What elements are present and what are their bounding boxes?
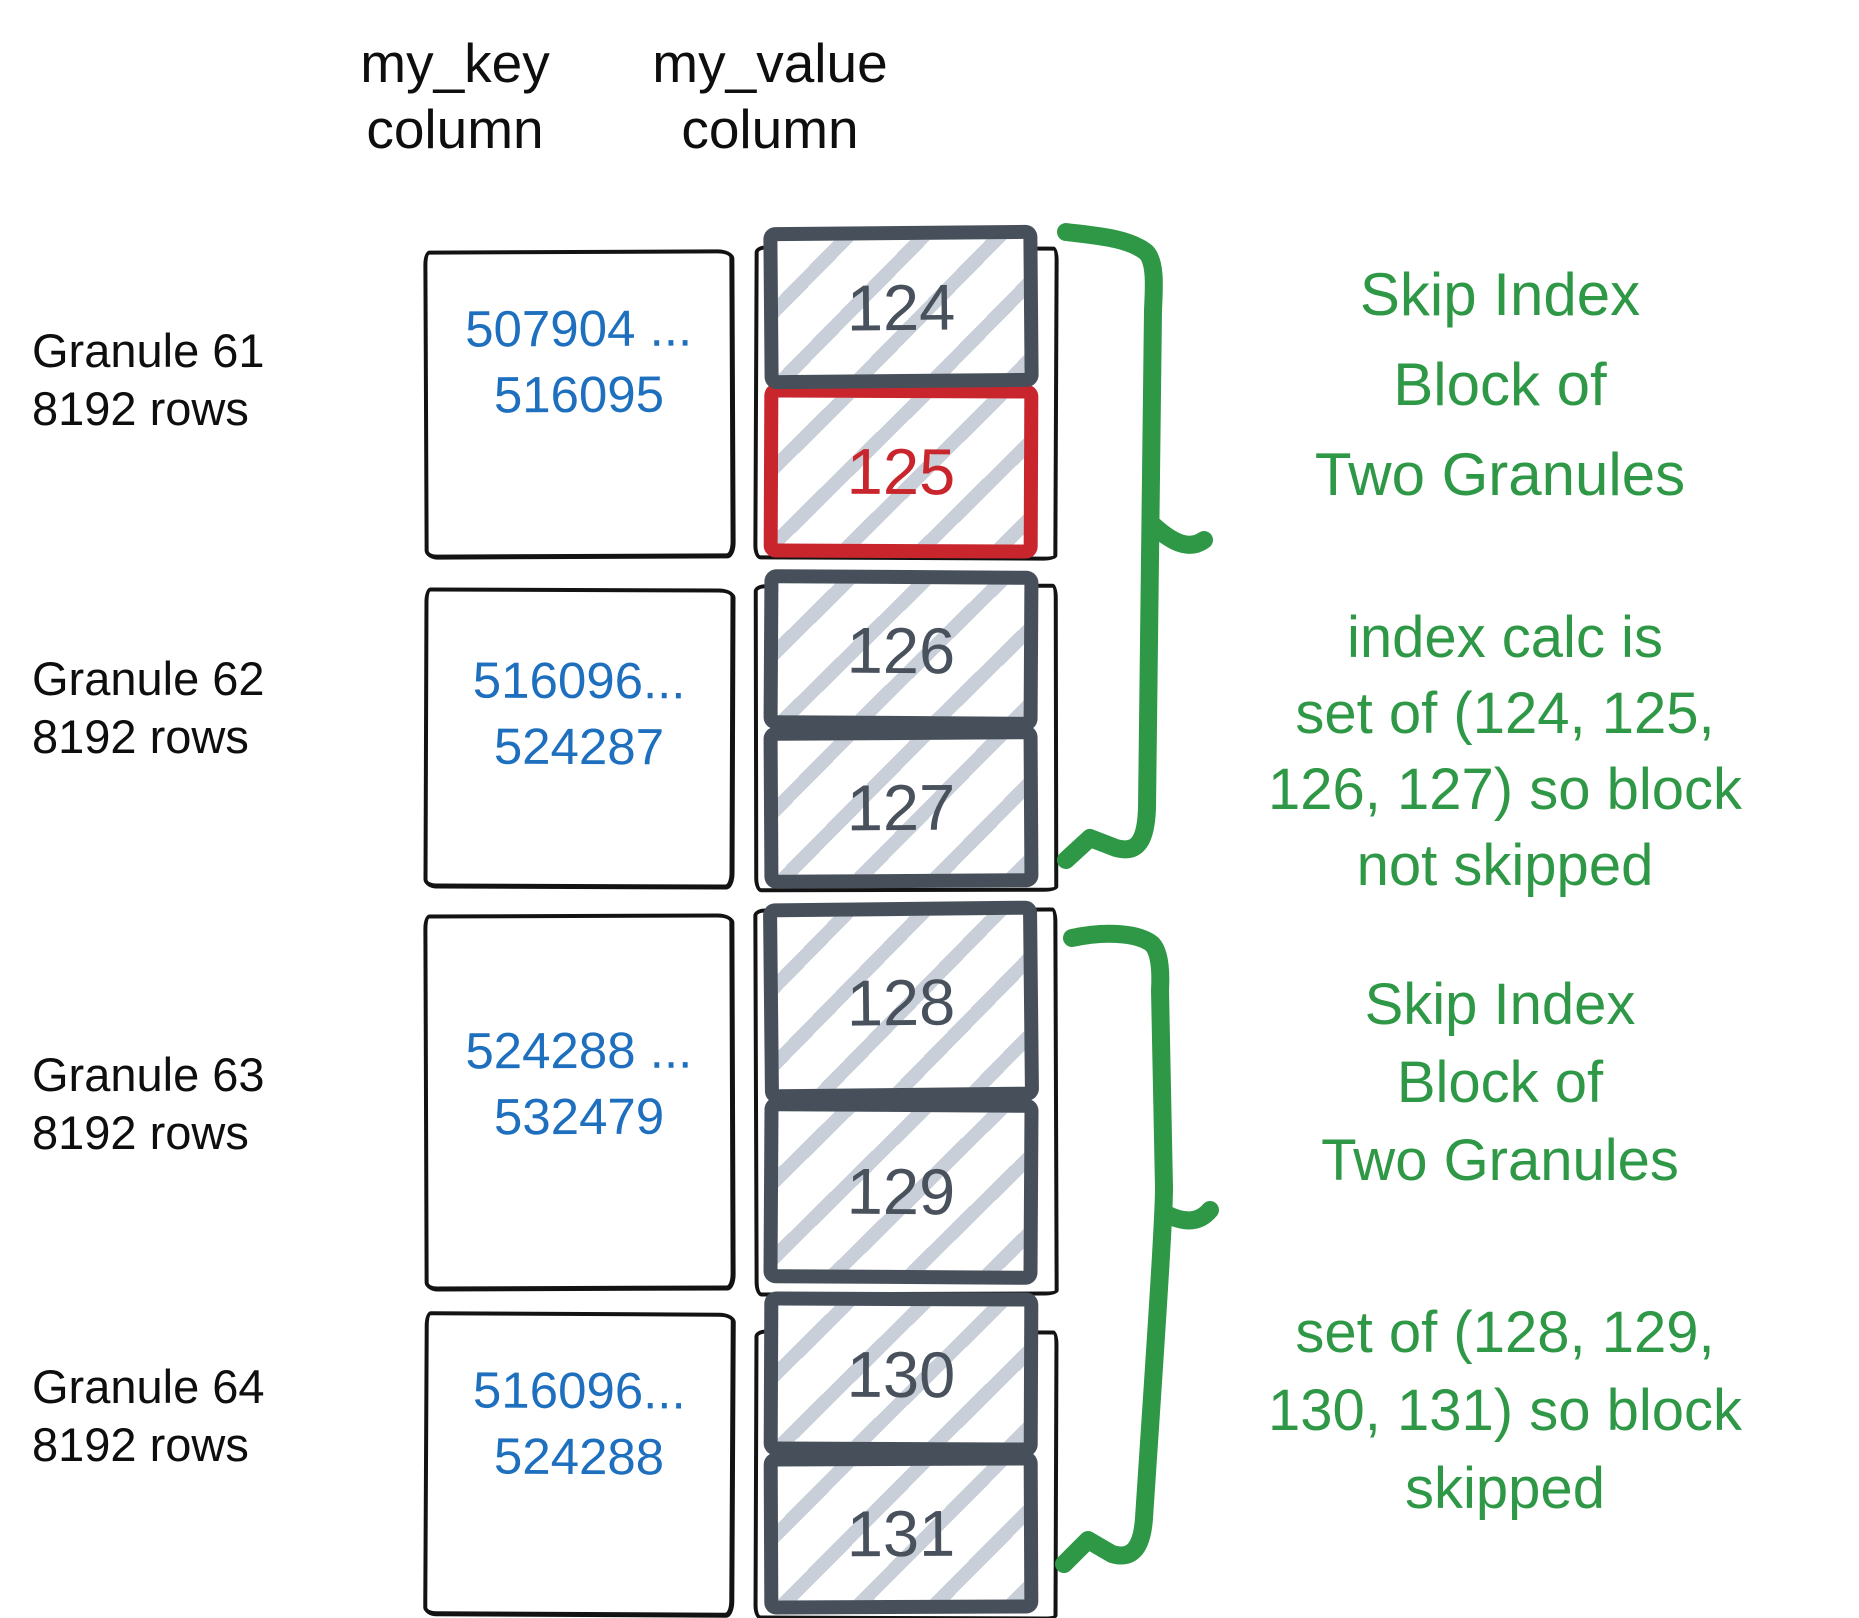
value-block: 131 <box>763 1451 1039 1615</box>
key-range-to: 532479 <box>493 1087 665 1146</box>
annotation-line: Skip Index <box>1364 972 1636 1037</box>
annotation-line: 130, 131) so block <box>1268 1378 1742 1443</box>
value-block: 126 <box>763 569 1039 731</box>
key-range-to: 524288 <box>493 1427 665 1486</box>
skip-index-annotation-top: Skip Index Block of Two Granules <box>1200 250 1800 520</box>
annotation-line: Block of <box>1396 1050 1604 1115</box>
key-range-from: 524288 ... <box>465 1021 693 1080</box>
value-block-number: 124 <box>846 270 956 344</box>
value-block: 130 <box>763 1291 1039 1457</box>
block-skipped-annotation: set of (128, 129, 130, 131) so block ski… <box>1170 1294 1840 1528</box>
annotation-line: set of (128, 129, <box>1295 1300 1715 1365</box>
index-calc-annotation: index calc is set of (124, 125, 126, 127… <box>1170 600 1840 904</box>
value-column-header-line2: column <box>681 98 859 160</box>
skip-block-brace-bottom-icon <box>1055 924 1219 1573</box>
value-block: 124 <box>763 224 1039 390</box>
granule-name: Granule 64 <box>32 1360 265 1413</box>
key-column-header: my_key column <box>310 30 600 162</box>
annotation-line: Two Granules <box>1321 1128 1679 1193</box>
key-range-from: 516096... <box>472 1361 686 1420</box>
annotation-line: 126, 127) so block <box>1268 757 1742 822</box>
key-box: 524288 ... 532479 <box>423 913 735 1291</box>
key-range-from: 516096... <box>472 651 686 710</box>
granule-label: Granule 61 8192 rows <box>32 322 332 438</box>
granule-rows: 8192 rows <box>32 710 249 763</box>
value-block: 129 <box>763 1097 1039 1285</box>
annotation-line: Two Granules <box>1314 441 1686 508</box>
granule-label: Granule 63 8192 rows <box>32 1046 332 1162</box>
key-column-header-line2: column <box>366 98 544 160</box>
value-column-header-line1: my_value <box>652 32 888 94</box>
granule-label: Granule 62 8192 rows <box>32 650 332 766</box>
annotation-line: index calc is <box>1347 605 1663 670</box>
value-block-highlighted: 125 <box>763 383 1039 559</box>
granule-rows: 8192 rows <box>32 1418 249 1471</box>
key-range: 516096... 524287 <box>428 647 730 780</box>
key-column-header-line1: my_key <box>360 32 550 94</box>
value-block: 128 <box>762 900 1040 1104</box>
granule-rows: 8192 rows <box>32 1106 249 1159</box>
granule-label: Granule 64 8192 rows <box>32 1358 332 1474</box>
key-range-from: 507904 ... <box>465 299 693 358</box>
key-range: 524288 ... 532479 <box>428 1017 730 1150</box>
value-block-number: 131 <box>846 1496 956 1570</box>
skip-block-brace-top-icon <box>1057 223 1213 869</box>
skip-index-annotation-bottom: Skip Index Block of Two Granules <box>1200 966 1800 1200</box>
value-block-number: 125 <box>846 434 956 508</box>
key-box: 507904 ... 516095 <box>423 249 735 559</box>
annotation-line: set of (124, 125, <box>1295 681 1715 746</box>
granule-name: Granule 61 <box>32 324 265 377</box>
key-range-to: 524287 <box>493 717 665 776</box>
key-box: 516096... 524287 <box>423 587 735 889</box>
annotation-line: not skipped <box>1356 833 1654 898</box>
key-box: 516096... 524288 <box>423 1311 735 1617</box>
annotation-line: Skip Index <box>1359 261 1641 328</box>
value-block-number: 130 <box>846 1337 956 1411</box>
value-block-number: 128 <box>846 964 956 1040</box>
key-range: 516096... 524288 <box>428 1357 731 1491</box>
value-block-number: 126 <box>846 613 956 687</box>
annotation-line: Block of <box>1393 351 1607 418</box>
granule-name: Granule 62 <box>32 652 265 705</box>
annotation-line: skipped <box>1405 1456 1605 1521</box>
granule-name: Granule 63 <box>32 1048 265 1101</box>
granule-rows: 8192 rows <box>32 382 249 435</box>
key-range: 507904 ... 516095 <box>428 295 731 428</box>
key-range-to: 516095 <box>493 365 665 424</box>
value-block-number: 127 <box>846 770 956 844</box>
value-block: 127 <box>763 725 1039 889</box>
value-block-number: 129 <box>846 1154 956 1228</box>
value-column-header: my_value column <box>620 30 920 162</box>
